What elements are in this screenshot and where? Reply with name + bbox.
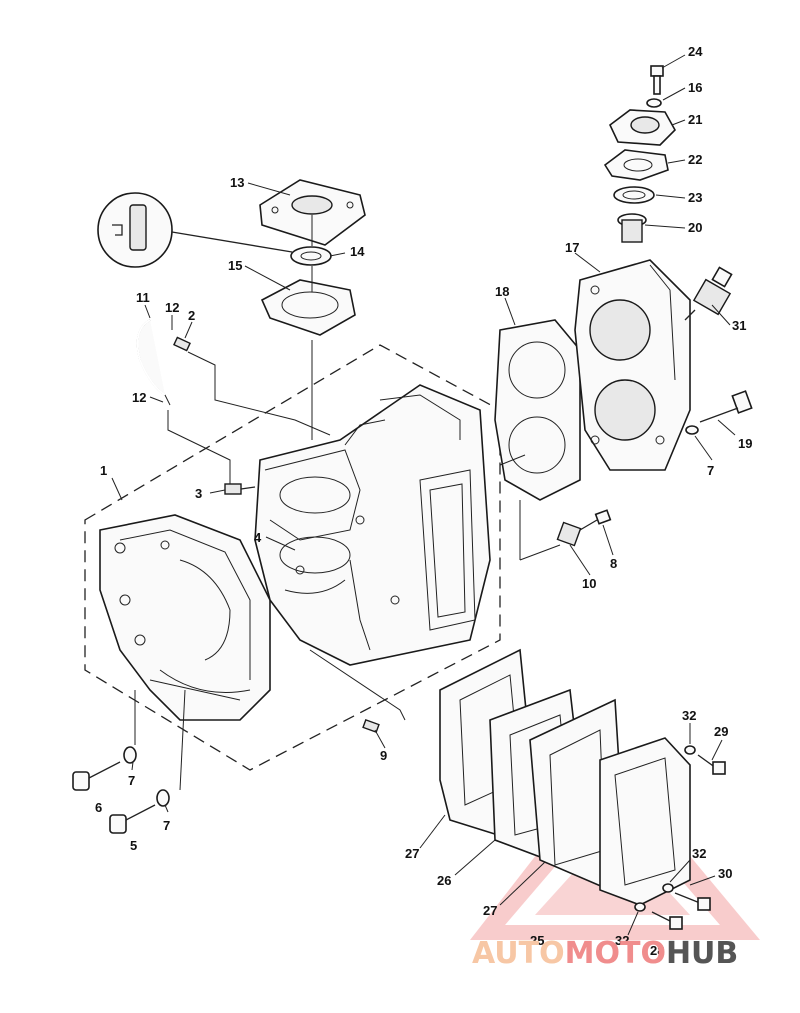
callout-26: 26 bbox=[437, 873, 451, 888]
bolt-19 bbox=[685, 390, 753, 435]
cylinder-head bbox=[574, 259, 691, 471]
callout-1: 1 bbox=[100, 463, 107, 478]
callout-11: 11 bbox=[136, 290, 150, 305]
callout-10: 10 bbox=[582, 576, 596, 591]
callout-22: 22 bbox=[688, 152, 702, 167]
callout-5: 5 bbox=[130, 838, 137, 853]
callout-30: 30 bbox=[718, 866, 732, 881]
top-cover-plate bbox=[259, 179, 366, 246]
bolt-24 bbox=[650, 65, 664, 95]
callout-19: 19 bbox=[738, 436, 752, 451]
callout-28: 28 bbox=[650, 943, 664, 958]
gasket-top bbox=[260, 279, 356, 336]
callout-4: 4 bbox=[254, 530, 262, 545]
callout-27b: 27 bbox=[483, 903, 497, 918]
callout-6: 6 bbox=[95, 800, 102, 815]
dowel-pin-9 bbox=[362, 718, 380, 734]
crankcase-cover bbox=[99, 514, 271, 721]
bolt-8 bbox=[556, 509, 612, 547]
detail-inset bbox=[97, 192, 293, 268]
bolt-30 bbox=[662, 883, 711, 911]
thermostat-gasket bbox=[603, 149, 669, 181]
callout-labels: 1 2 3 4 5 6 7 7 7 8 9 10 11 12 12 13 14 … bbox=[95, 44, 752, 958]
callout-13: 13 bbox=[230, 175, 244, 190]
seal-ring bbox=[290, 246, 332, 266]
head-gasket bbox=[494, 319, 581, 501]
callout-7c: 7 bbox=[707, 463, 714, 478]
watermark-hub: HUB bbox=[666, 936, 738, 971]
block-group-outline bbox=[84, 344, 501, 771]
watermark-auto: AUTO bbox=[472, 936, 565, 971]
callout-32b: 32 bbox=[692, 846, 706, 861]
callout-2: 2 bbox=[188, 308, 195, 323]
bolt-6 bbox=[72, 746, 137, 791]
callout-12b: 12 bbox=[132, 390, 146, 405]
exhaust-cover bbox=[599, 737, 691, 906]
leader-lines bbox=[111, 54, 736, 936]
spark-plug bbox=[684, 266, 733, 321]
callout-25: 25 bbox=[530, 933, 544, 948]
cylinder-block bbox=[254, 384, 491, 666]
washer-16 bbox=[646, 98, 662, 108]
thermostat-seal bbox=[613, 186, 655, 204]
callout-7a: 7 bbox=[128, 773, 135, 788]
thermostat-cover bbox=[608, 109, 676, 146]
callout-32a: 32 bbox=[682, 708, 696, 723]
callout-18: 18 bbox=[495, 284, 509, 299]
svg-text:AUTOMOTOHUB: AUTOMOTOHUB bbox=[472, 936, 738, 971]
bolt-28 bbox=[634, 902, 683, 930]
callout-3: 3 bbox=[195, 486, 202, 501]
callout-27a: 27 bbox=[405, 846, 419, 861]
callout-32c: 32 bbox=[615, 933, 629, 948]
bolt-5 bbox=[109, 789, 170, 834]
watermark-moto: MOTO bbox=[565, 936, 666, 971]
callout-20: 20 bbox=[688, 220, 702, 235]
callout-9: 9 bbox=[380, 748, 387, 763]
callout-29: 29 bbox=[714, 724, 728, 739]
callout-31: 31 bbox=[732, 318, 746, 333]
bleed-hose bbox=[136, 319, 191, 406]
callout-8: 8 bbox=[610, 556, 617, 571]
callout-23: 23 bbox=[688, 190, 702, 205]
callout-7b: 7 bbox=[163, 818, 170, 833]
callout-12a: 12 bbox=[165, 300, 179, 315]
watermark-text: AUTOMOTOHUB bbox=[472, 936, 738, 971]
bolt-29 bbox=[684, 745, 726, 775]
callout-24: 24 bbox=[688, 44, 703, 59]
callout-17: 17 bbox=[565, 240, 579, 255]
thermostat bbox=[617, 213, 647, 243]
callout-15: 15 bbox=[228, 258, 242, 273]
callout-21: 21 bbox=[688, 112, 702, 127]
callout-16: 16 bbox=[688, 80, 702, 95]
fitting-3 bbox=[224, 483, 256, 495]
callout-14: 14 bbox=[350, 244, 365, 259]
